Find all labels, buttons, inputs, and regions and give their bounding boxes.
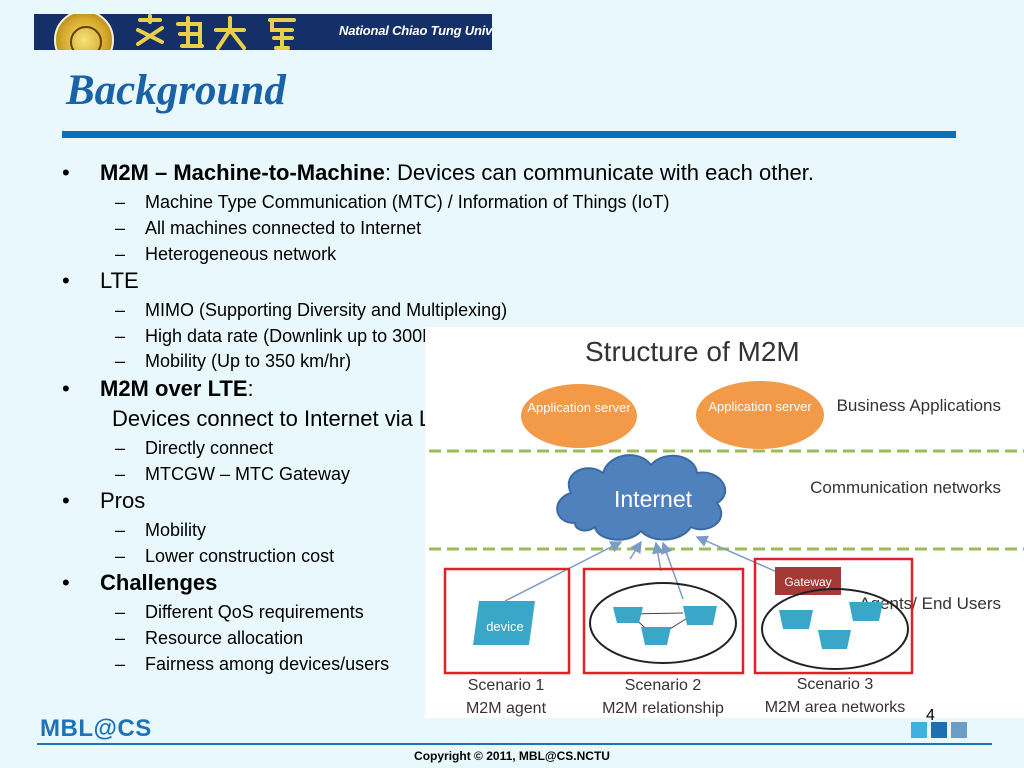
bullet-continuation: Devices connect to Internet via LTE. bbox=[112, 406, 464, 431]
scenario-1-box bbox=[443, 567, 571, 675]
device-icon: device bbox=[473, 601, 535, 645]
copyright-notice: Copyright © 2011, MBL@CS.NCTU bbox=[414, 749, 610, 763]
scenario-1-name: Scenario 1 bbox=[468, 677, 545, 694]
bullet-text: M2M over LTE: bbox=[100, 376, 254, 401]
university-banner: National Chiao Tung University bbox=[34, 14, 492, 50]
scenario-3-name: Scenario 3 bbox=[797, 676, 874, 693]
subitem-text: Directly connect bbox=[145, 438, 274, 458]
subitem-text: Different QoS requirements bbox=[145, 602, 364, 622]
subitem-text: Machine Type Communication (MTC) / Infor… bbox=[145, 192, 670, 212]
layer-business-applications: Business Applications bbox=[837, 396, 1001, 415]
bullet-dot: • bbox=[62, 570, 70, 595]
page-number: 4 bbox=[926, 707, 935, 724]
scenario-3-box bbox=[753, 557, 914, 675]
m2m-structure-diagram: Structure of M2M Application server Appl… bbox=[425, 327, 1024, 718]
diagram-title: Structure of M2M bbox=[585, 336, 800, 367]
area-network-devices bbox=[779, 602, 883, 649]
subitem-text: Mobility (Up to 350 km/hr) bbox=[145, 351, 352, 371]
subitem-text: MTCGW – MTC Gateway bbox=[145, 464, 351, 484]
scenario-2-name: Scenario 2 bbox=[625, 677, 702, 694]
device-label: device bbox=[486, 619, 524, 634]
bullet-text: M2M – Machine-to-Machine: Devices can co… bbox=[100, 160, 815, 185]
university-name: National Chiao Tung University bbox=[339, 23, 492, 38]
scenario-2-desc: M2M relationship bbox=[602, 700, 724, 717]
relationship-group bbox=[589, 582, 737, 664]
subitem-text: Heterogeneous network bbox=[145, 244, 337, 264]
gateway-icon: Gateway bbox=[775, 567, 841, 595]
university-name-calligraphy bbox=[136, 14, 296, 50]
scenario-1-desc: M2M agent bbox=[466, 700, 547, 717]
area-network-group bbox=[761, 588, 909, 670]
footer-divider bbox=[37, 743, 992, 745]
subitem-text: Fairness among devices/users bbox=[145, 654, 390, 674]
subitem-text: Lower construction cost bbox=[145, 546, 335, 566]
subitem-text: Mobility bbox=[145, 520, 207, 540]
connection-arrows bbox=[504, 535, 778, 602]
subitem-text: High data rate (Downlink up to 300Mbps) bbox=[145, 326, 473, 346]
internet-cloud-icon bbox=[556, 454, 727, 541]
server-label: Application server bbox=[527, 400, 631, 415]
title-divider bbox=[62, 131, 956, 138]
subitem-text: All machines connected to Internet bbox=[145, 218, 422, 238]
bullet-dot: • bbox=[62, 376, 70, 401]
mbl-logo: MBL@CS bbox=[40, 715, 152, 742]
internet-label: Internet bbox=[614, 486, 693, 512]
application-server-2: Application server bbox=[696, 381, 824, 449]
gateway-label: Gateway bbox=[784, 575, 831, 589]
server-label: Application server bbox=[708, 399, 812, 414]
layer-communication-networks: Communication networks bbox=[810, 478, 1001, 497]
bullet-text: LTE bbox=[100, 268, 139, 293]
application-server-1: Application server bbox=[521, 384, 637, 448]
bullet-dot: • bbox=[62, 160, 70, 185]
relationship-devices bbox=[613, 606, 717, 645]
subitem-text: MIMO (Supporting Diversity and Multiplex… bbox=[145, 300, 508, 320]
university-seal-icon bbox=[54, 14, 114, 50]
bullet-text: Pros bbox=[100, 488, 146, 513]
subitem-text: Resource allocation bbox=[145, 628, 304, 648]
bullet-dot: • bbox=[62, 488, 70, 513]
scenario-3-desc: M2M area networks bbox=[765, 699, 906, 716]
bullet-text: Challenges bbox=[100, 570, 218, 595]
bullet-dot: • bbox=[62, 268, 70, 293]
slide-title: Background bbox=[66, 67, 286, 114]
scenario-2-box bbox=[582, 567, 745, 675]
layer-agents-end-users: Agents/ End Users bbox=[859, 594, 1001, 613]
